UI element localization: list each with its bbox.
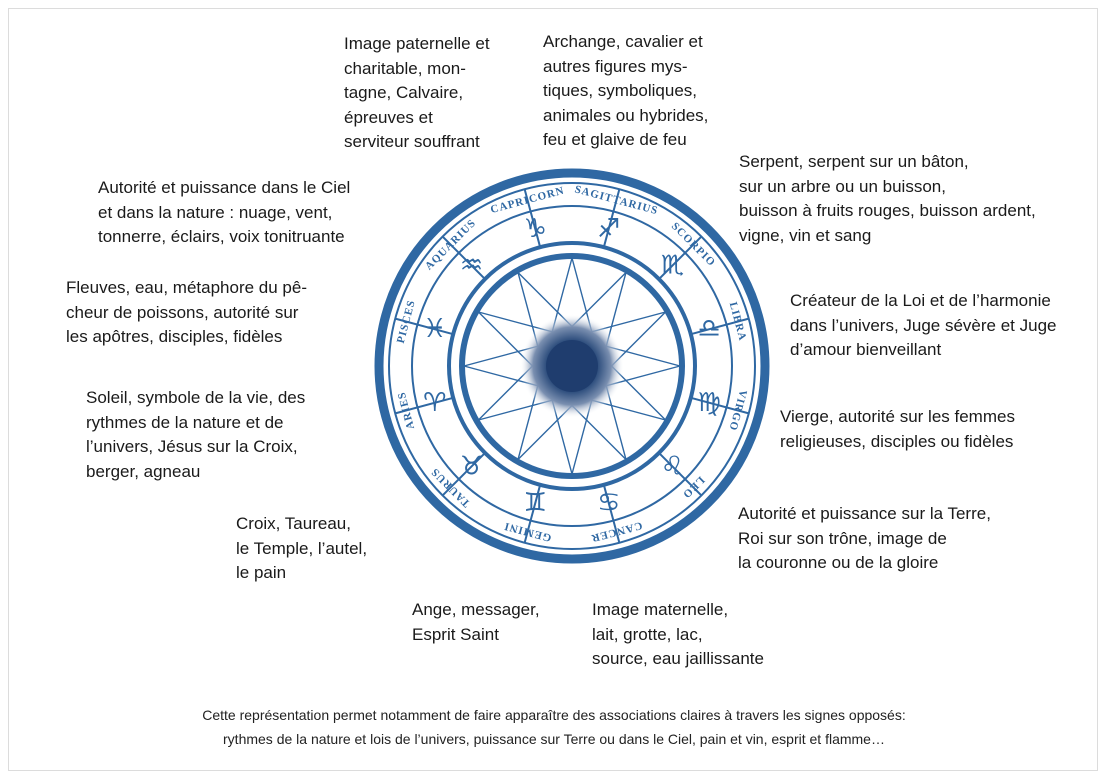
caption-line-1: Cette représentation permet notamment de… xyxy=(202,707,906,723)
label-cancer: Image maternelle, lait, grotte, lac, sou… xyxy=(592,600,764,668)
ring-name-inner-edge xyxy=(411,205,733,527)
gemini-icon: ♊ xyxy=(524,488,547,518)
sector-divider xyxy=(523,484,542,544)
sector-divider xyxy=(602,188,621,248)
ring-image-inner-edge xyxy=(447,241,697,491)
outer-rim xyxy=(374,168,770,564)
caption: Cette représentation permet notamment de… xyxy=(0,703,1108,751)
sector-divider xyxy=(658,235,703,280)
sector-divider xyxy=(394,317,454,336)
scorpio-icon: ♏ xyxy=(661,251,684,281)
sector-divider xyxy=(441,452,486,497)
label-gemini: Ange, messager, Esprit Saint xyxy=(412,600,540,644)
label-sagittarius: Archange, cavalier et autres figures mys… xyxy=(543,32,709,149)
pisces-icon: ♓ xyxy=(423,314,446,344)
label-pisces: Fleuves, eau, métaphore du pê- cheur de … xyxy=(66,278,307,346)
label-taurus: Croix, Taureau, le Temple, l’autel, le p… xyxy=(236,514,368,582)
libra-icon: ♎ xyxy=(698,314,721,344)
sector-divider xyxy=(394,396,454,415)
leo-icon: ♌ xyxy=(661,451,684,481)
sector-divider xyxy=(658,452,703,497)
inner-circle xyxy=(459,253,685,479)
cancer-icon: ♋ xyxy=(597,488,620,518)
sagittarius-icon: ♐ xyxy=(597,214,620,244)
globe xyxy=(546,340,598,392)
figure-frame xyxy=(8,8,1098,771)
label-scorpio: Serpent, serpent sur un bâton, sur un ar… xyxy=(739,152,1036,245)
aries-icon: ♈ xyxy=(423,388,446,418)
aquarius-icon: ♒ xyxy=(460,251,483,281)
sign-name-cancer: CANCER xyxy=(589,519,643,544)
sector-divider xyxy=(602,484,621,544)
label-aquarius: Autorité et puissance dans le Ciel et da… xyxy=(98,178,351,246)
virgo-icon: ♍ xyxy=(698,388,721,418)
label-libra: Créateur de la Loi et de l’harmonie dans… xyxy=(790,291,1057,359)
ring-outer-edge xyxy=(388,182,756,550)
sector-divider xyxy=(690,317,750,336)
sector-divider xyxy=(690,396,750,415)
label-leo: Autorité et puissance sur la Terre, Roi … xyxy=(738,504,991,572)
sector-divider xyxy=(441,235,486,280)
label-capricorn: Image paternelle et charitable, mon- tag… xyxy=(344,34,490,151)
capricorn-icon: ♑ xyxy=(524,214,547,244)
label-virgo: Vierge, autorité sur les femmes religieu… xyxy=(780,407,1015,451)
sector-divider xyxy=(523,188,542,248)
label-aries: Soleil, symbole de la vie, des rythmes d… xyxy=(86,388,306,481)
taurus-icon: ♉ xyxy=(460,451,483,481)
caption-line-2: rythmes de la nature et lois de l’univer… xyxy=(223,731,885,747)
